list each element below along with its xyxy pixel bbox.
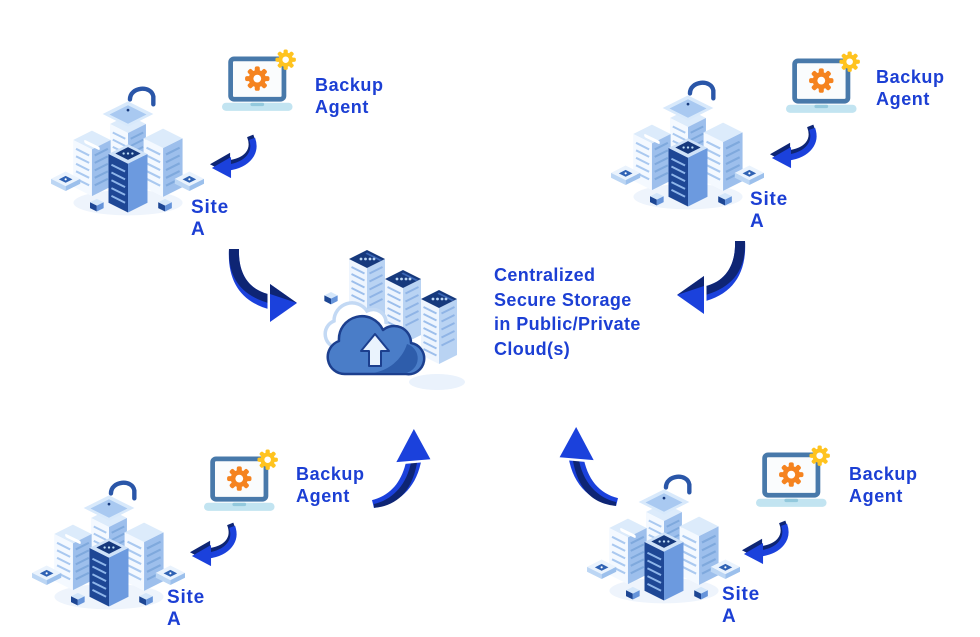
arrow-top-left-to-cloud-icon	[214, 246, 298, 330]
agent-to-site-arrow-icon	[766, 124, 818, 170]
backup-agent-laptop-icon	[216, 50, 302, 121]
server-cluster-icon	[33, 482, 185, 614]
server-cluster-icon	[52, 88, 204, 220]
backup-agent-laptop-icon	[780, 52, 866, 123]
site-label: Site A	[191, 197, 230, 240]
cloud-storage-icon	[310, 234, 472, 394]
backup-agent-label: Backup Agent	[315, 75, 384, 117]
site-label: Site A	[722, 584, 761, 627]
backup-agent-laptop-icon	[198, 450, 284, 521]
backup-agent-label: Backup Agent	[296, 464, 365, 506]
backup-agent-label: Backup Agent	[876, 67, 945, 109]
backup-agent-label: Backup Agent	[849, 464, 918, 506]
central-storage-label: Centralized Secure Storage in Public/Pri…	[494, 265, 641, 359]
arrow-bottom-right-to-cloud-icon	[544, 422, 618, 510]
site-label: Site A	[167, 587, 206, 630]
site-label: Site A	[750, 189, 789, 232]
server-cluster-icon	[612, 82, 764, 214]
arrow-bottom-left-to-cloud-icon	[372, 424, 446, 512]
agent-to-site-arrow-icon	[206, 134, 258, 180]
backup-agent-laptop-icon	[750, 446, 836, 517]
agent-to-site-arrow-icon	[738, 520, 790, 566]
agent-to-site-arrow-icon	[186, 522, 238, 568]
